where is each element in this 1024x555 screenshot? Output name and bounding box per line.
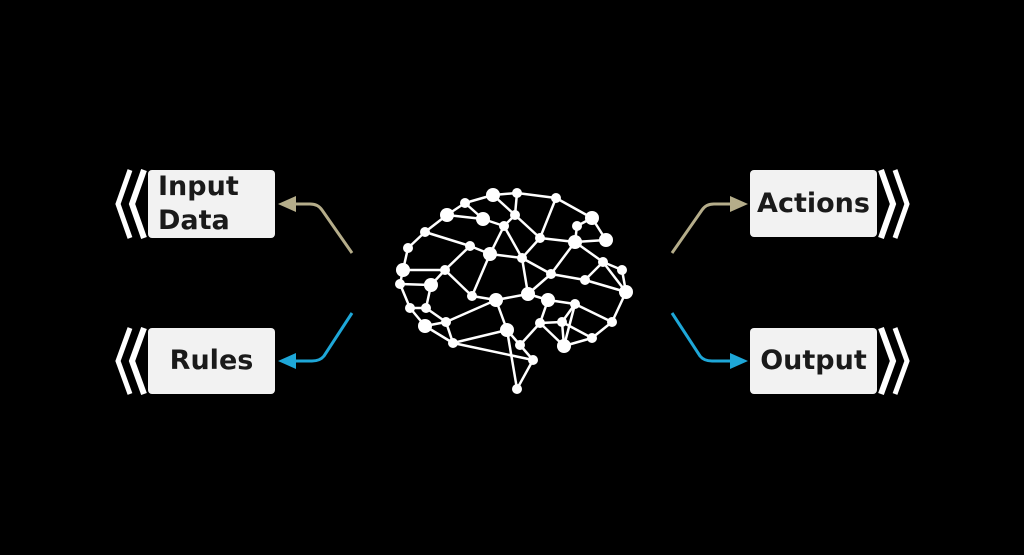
brain-node: [535, 233, 545, 243]
arrow-icon: [730, 353, 748, 369]
brain-node: [396, 263, 410, 277]
brain-edge: [584, 278, 627, 294]
brain-edge: [538, 197, 558, 239]
input-data-box: Input Data: [148, 170, 275, 238]
brain-node: [460, 198, 470, 208]
arrow-icon: [670, 312, 732, 363]
brain-edge: [514, 214, 541, 239]
brain-node: [489, 293, 503, 307]
brain-node: [440, 208, 454, 222]
rules-box: Rules: [148, 328, 275, 394]
brain-node: [568, 235, 582, 249]
chevron-right-icon: [878, 169, 910, 239]
rules-label: Rules: [169, 345, 254, 376]
arrow-icon: [278, 196, 296, 212]
arrow-icon: [730, 196, 748, 212]
brain-node: [420, 227, 430, 237]
actions-label: Actions: [757, 187, 870, 219]
chevron-right-icon: [878, 326, 910, 396]
brain-node: [486, 188, 500, 202]
brain-node: [617, 265, 627, 275]
output-box: Output: [750, 328, 877, 394]
brain-node: [421, 303, 431, 313]
brain-edge: [561, 320, 593, 340]
input-data-label-line2: Data: [158, 205, 230, 236]
brain-edge: [502, 225, 524, 259]
brain-node: [528, 355, 538, 365]
brain-edge: [444, 269, 473, 297]
arrow-icon: [292, 312, 354, 363]
brain-node: [587, 333, 597, 343]
brain-edge: [516, 191, 557, 200]
brain-edge: [521, 256, 552, 276]
brain-node: [512, 188, 522, 198]
brain-node: [476, 212, 490, 226]
brain-edge: [444, 245, 471, 271]
brain-node: [440, 265, 450, 275]
brain-node: [395, 279, 405, 289]
brain-node: [512, 384, 522, 394]
brain-edge: [470, 253, 492, 297]
brain-edge: [452, 328, 508, 345]
brain-node: [599, 233, 613, 247]
brain-node: [499, 221, 509, 231]
brain-node: [465, 241, 475, 251]
chevron-left-icon: [115, 326, 147, 396]
brain-node: [500, 323, 514, 337]
brain-edge: [515, 359, 535, 390]
brain-node: [570, 299, 580, 309]
brain-node: [580, 275, 590, 285]
brain-node: [557, 317, 567, 327]
brain-node: [510, 210, 520, 220]
brain-node: [551, 193, 561, 203]
brain-node: [405, 303, 415, 313]
actions-box: Actions: [750, 170, 877, 237]
brain-node: [403, 243, 413, 253]
brain-node: [467, 291, 477, 301]
brain-node: [517, 253, 527, 263]
input-data-label-line1: Input: [158, 171, 239, 202]
brain-node: [521, 287, 535, 301]
brain-node: [585, 211, 599, 225]
brain-node: [546, 269, 556, 279]
brain-node: [557, 339, 571, 353]
brain-node: [598, 257, 608, 267]
brain-node: [541, 293, 555, 307]
brain-node: [619, 285, 633, 299]
arrow-icon: [292, 202, 354, 254]
brain-node: [418, 319, 432, 333]
brain-edge: [550, 272, 586, 282]
brain-edge: [424, 230, 471, 248]
brain-node: [535, 318, 545, 328]
brain-edge: [574, 302, 613, 324]
arrow-icon: [278, 353, 296, 369]
brain-node: [424, 278, 438, 292]
brain-edge: [505, 329, 519, 390]
brain-edge: [452, 341, 534, 362]
brain-node: [448, 338, 458, 348]
brain-edge: [445, 298, 497, 324]
brain-node: [607, 317, 617, 327]
output-label: Output: [760, 345, 867, 376]
arrow-icon: [670, 202, 732, 254]
brain-node: [572, 221, 582, 231]
brain-node: [515, 340, 525, 350]
chevron-left-icon: [115, 169, 147, 239]
brain-node: [483, 247, 497, 261]
brain-node: [441, 317, 451, 327]
